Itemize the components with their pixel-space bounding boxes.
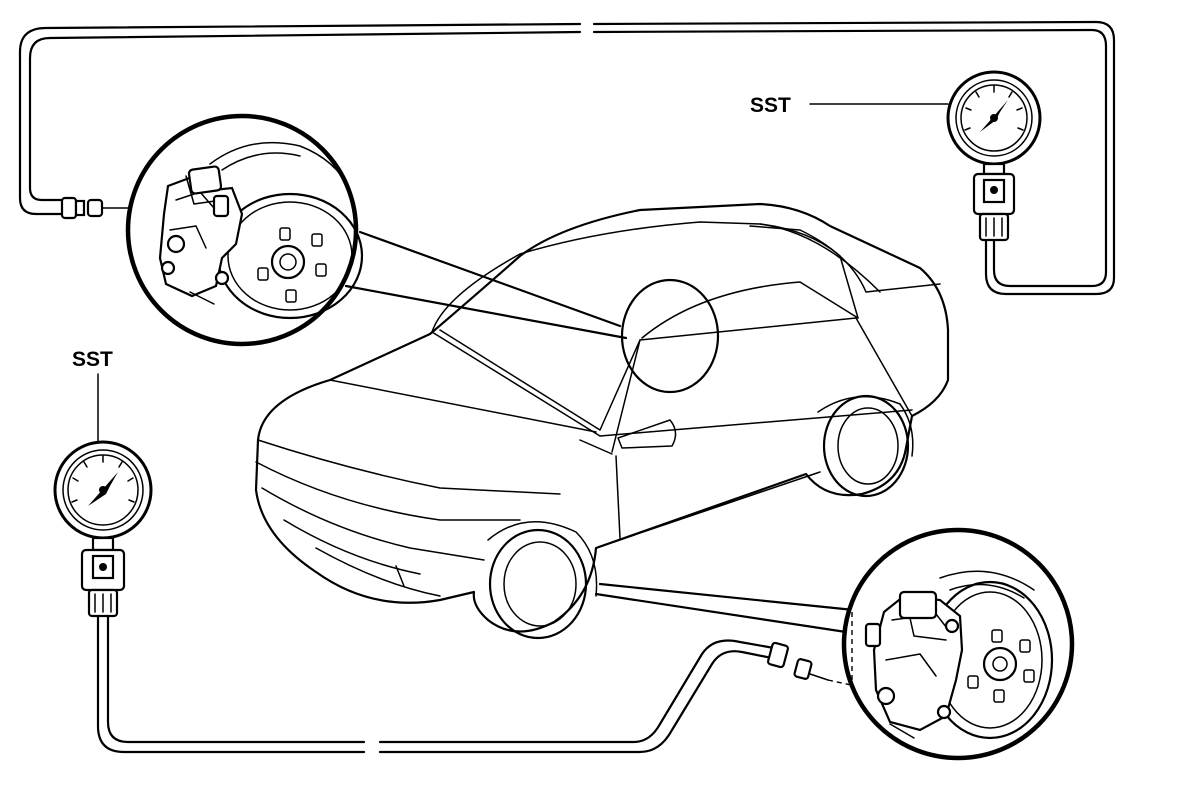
upper-brake-detail [125, 113, 364, 347]
lower-hose-fitting [766, 641, 857, 687]
lower-gauge-label: SST [72, 348, 113, 371]
lower-brake-detail [841, 527, 1075, 761]
upper-gauge-label: SST [750, 94, 791, 117]
upper-gauge [946, 70, 1042, 242]
upper-callout-leader [344, 230, 628, 340]
lower-gauge [53, 440, 153, 618]
upper-hose [18, 20, 1116, 296]
car [254, 202, 950, 640]
lower-hose [96, 612, 776, 754]
lower-callout-leader [594, 582, 856, 634]
